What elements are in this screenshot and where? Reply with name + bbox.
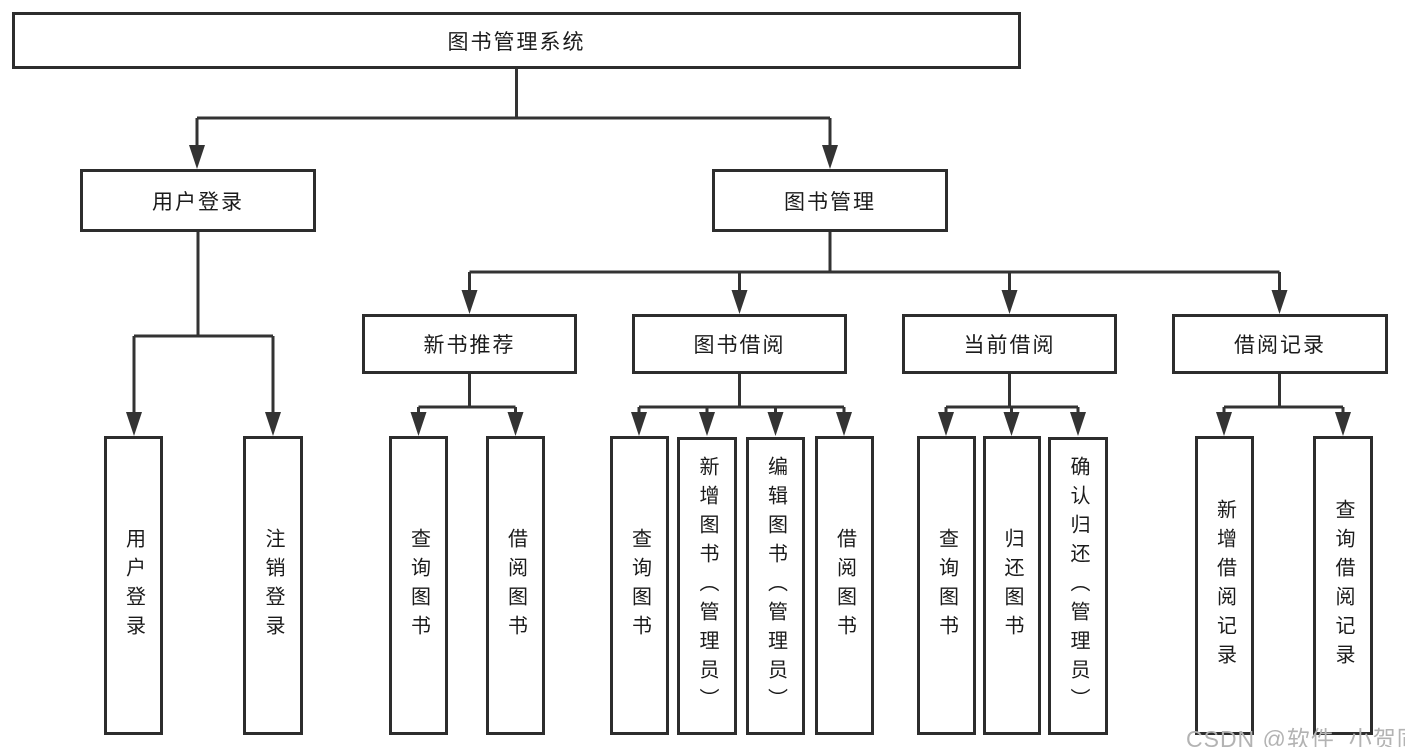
- leaf-current-query-books: 查询图书: [917, 436, 976, 735]
- node-book-borrowing: 图书借阅: [632, 314, 847, 374]
- leaf-borrow-books: 借阅图书: [815, 436, 874, 735]
- leaf-recommend-query-books: 查询图书: [389, 436, 448, 735]
- node-new-book-recommend: 新书推荐: [362, 314, 577, 374]
- node-borrow-records: 借阅记录: [1172, 314, 1388, 374]
- leaf-add-books-admin: 新增图书（管理员）: [677, 437, 737, 735]
- leaf-add-borrow-record: 新增借阅记录: [1195, 436, 1254, 735]
- node-user-login: 用户登录: [80, 169, 316, 232]
- leaf-edit-books-admin: 编辑图书（管理员）: [746, 437, 805, 735]
- leaf-confirm-return-admin: 确认归还（管理员）: [1048, 437, 1108, 735]
- node-root-library-system: 图书管理系统: [12, 12, 1021, 69]
- leaf-borrowing-query-books: 查询图书: [610, 436, 669, 735]
- node-current-borrowing: 当前借阅: [902, 314, 1117, 374]
- leaf-user-login: 用户登录: [104, 436, 163, 735]
- leaf-return-books: 归还图书: [983, 436, 1041, 735]
- leaf-recommend-borrow-books: 借阅图书: [486, 436, 545, 735]
- node-book-management: 图书管理: [712, 169, 948, 232]
- csdn-watermark: CSDN @软件_小贺同学: [1186, 726, 1405, 747]
- leaf-logout: 注销登录: [243, 436, 303, 735]
- leaf-query-borrow-record: 查询借阅记录: [1313, 436, 1373, 735]
